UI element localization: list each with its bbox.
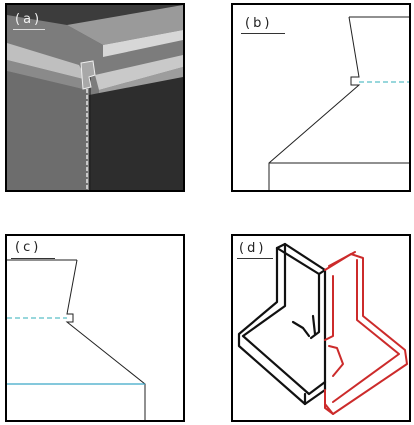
panel-b-label-underline <box>241 33 285 34</box>
black-part <box>237 242 327 406</box>
photo-render <box>7 5 183 190</box>
section-drawing-b <box>268 16 409 190</box>
red-part <box>324 251 408 415</box>
panel-b-section: (b) <box>231 3 411 192</box>
section-drawing-c <box>7 259 146 420</box>
panel-d-sketch: (d) <box>231 234 411 422</box>
panel-a-photo: (a) <box>5 3 185 192</box>
panel-b-label: (b) <box>245 16 273 31</box>
panel-c-label-underline <box>11 258 55 259</box>
panel-d-label: (d) <box>239 241 267 256</box>
panel-c-label: (c) <box>15 240 42 255</box>
panel-d-label-underline <box>237 258 273 259</box>
panel-c-section: (c) <box>5 234 185 422</box>
interlock-sketch <box>237 242 408 415</box>
panel-a-label: (a) <box>15 12 43 27</box>
panel-a-label-underline <box>13 29 45 30</box>
